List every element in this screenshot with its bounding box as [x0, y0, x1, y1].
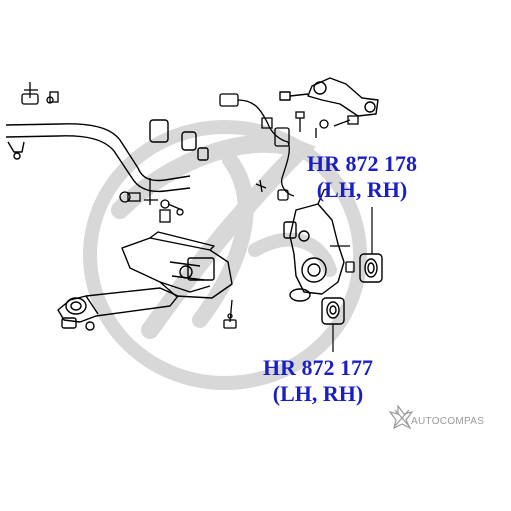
part-number-label-upper: HR 872 178 (LH, RH) — [282, 151, 442, 203]
watermark-brand-text: AUTOCOMPAS — [411, 416, 485, 427]
stabilizer-bar — [5, 119, 209, 193]
arm-bolt — [223, 299, 237, 329]
stabilizer-link — [119, 178, 184, 223]
trailing-arm — [121, 231, 233, 299]
part-number-label-lower: HR 872 177 (LH, RH) — [238, 355, 398, 407]
end-link-upper-left — [21, 82, 59, 105]
upper-control-arm — [279, 77, 379, 117]
part-code-lower: HR 872 177 — [263, 355, 373, 380]
autocompas-logo-icon — [388, 404, 414, 430]
part-side-lower: (LH, RH) — [272, 381, 364, 406]
part-side-upper: (LH, RH) — [316, 177, 408, 202]
bushing-hr-872-178 — [359, 253, 383, 283]
lower-link-rod — [57, 287, 179, 331]
leader-lines — [332, 207, 373, 352]
background-watermark-logo — [83, 120, 367, 390]
part-code-upper: HR 872 178 — [307, 151, 417, 176]
sensor-harness — [219, 93, 295, 201]
knuckle — [283, 187, 345, 302]
bolts-upper — [255, 111, 359, 193]
knuckle-bolt — [330, 245, 355, 273]
